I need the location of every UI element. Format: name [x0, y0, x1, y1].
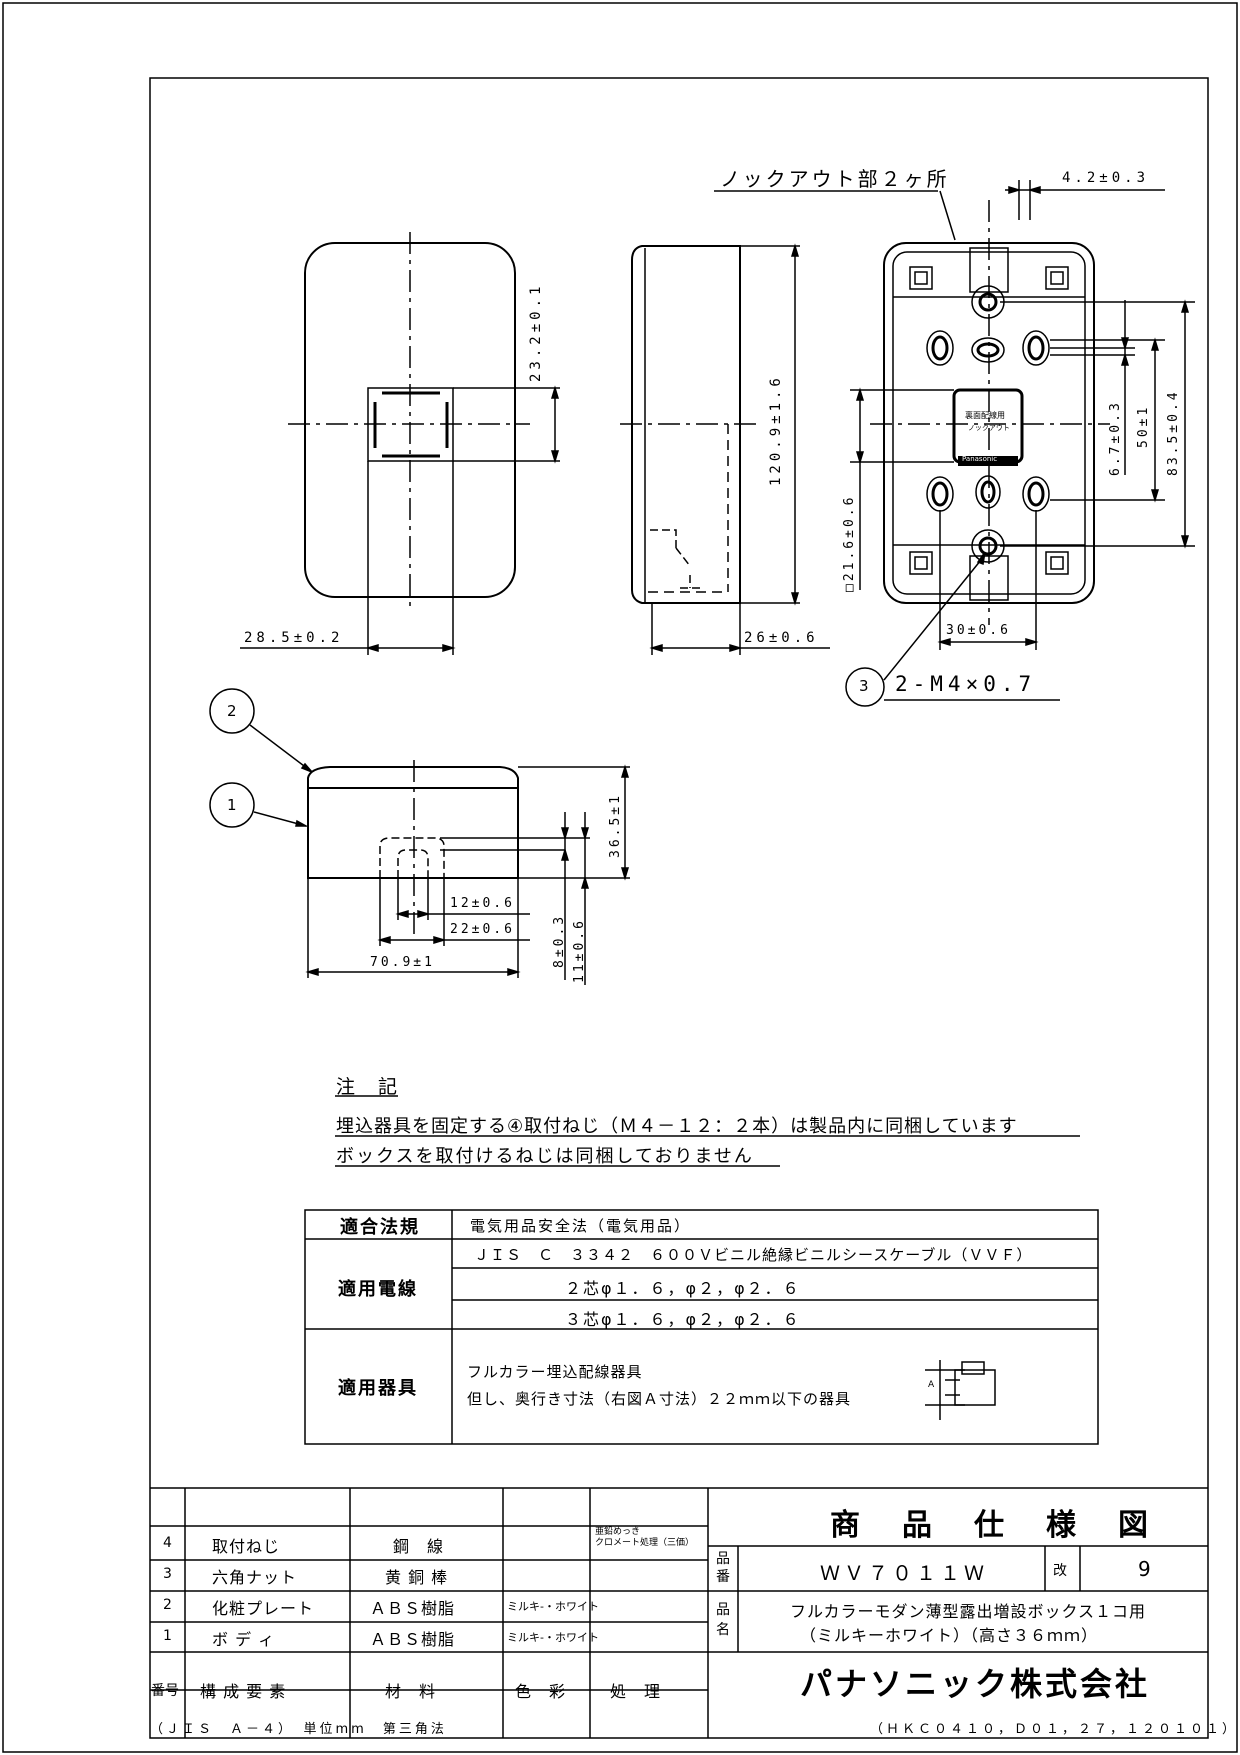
dim-23-2: 23.2±0.1 [528, 282, 544, 382]
bottom-view [209, 688, 630, 985]
dim-21-6: □21.6±0.6 [842, 494, 857, 592]
title-block-grid [150, 1487, 1208, 1738]
part-row-name: ボ デ ィ [212, 1630, 276, 1649]
dim-6-7: 6.7±0.3 [1108, 400, 1123, 476]
dim-36-5: 36.5±1 [608, 793, 623, 858]
hinmei-label: 品名 [716, 1602, 730, 1638]
rev-label: 改 [1053, 1563, 1067, 1579]
footer-right: （ＨＫＣ０４１０，Ｄ０１，２７，１２０１０１） [870, 1722, 1239, 1737]
footer-left: （ＪＩＳ Ａ－４） 単位mm 第三角法 [150, 1722, 447, 1737]
dim-30: 30±0.6 [946, 623, 1011, 638]
part-row-no: 4 [163, 1535, 173, 1551]
part-row-material: 鋼 線 [393, 1537, 445, 1556]
part-row-name: 化粧プレート [212, 1599, 315, 1618]
part-row-finish-2: クロメート処理（三価） [595, 1538, 695, 1548]
part-row-name: 六角ナット [212, 1568, 298, 1587]
spec-device-line-1: フルカラー埋込配線器具 [467, 1363, 643, 1381]
notes-heading: 注 記 [336, 1076, 400, 1098]
part-row-no: 3 [163, 1566, 173, 1582]
back-view [714, 180, 1195, 707]
dim-26: 26±0.6 [744, 630, 819, 646]
knockout-small-label: ノックアウト [968, 424, 1010, 432]
dim-28-5: 28.5±0.2 [244, 630, 344, 646]
hinban-value: ＷＶ７０１１Ｗ [820, 1561, 988, 1585]
header-finish: 処 理 [610, 1682, 662, 1701]
spec-law-value: 電気用品安全法（電気用品） [470, 1217, 692, 1235]
part-row-color: ミルキ-・ホワイト [507, 1631, 599, 1644]
side-view [620, 243, 830, 655]
dim-70-9: 70.9±1 [370, 955, 435, 970]
part-row-name: 取付ねじ [212, 1537, 281, 1556]
hinban-label: 品番 [716, 1551, 730, 1585]
balloon-2: 2 [227, 702, 237, 720]
header-color: 色 彩 [515, 1682, 567, 1701]
hinmei-line-1: フルカラーモダン薄型露出増設ボックス１コ用 [790, 1602, 1147, 1621]
dim-120-9: 120.9±1.6 [768, 374, 784, 486]
dim-22: 22±0.6 [450, 922, 515, 937]
front-view [240, 232, 560, 655]
screw-ref-number: 3 [859, 677, 869, 695]
spec-device-line-2: 但し、奥行き寸法（右図Ａ寸法）２２ｍｍ以下の器具 [467, 1390, 852, 1408]
header-no: 番号 [151, 1683, 179, 1699]
knockout-callout: ノックアウト部２ヶ所 [720, 167, 950, 191]
balloon-1: 1 [227, 796, 237, 814]
inner-border [149, 77, 1209, 1739]
spec-wire-row-1: ＪＩＳ Ｃ ３３４２ ６００Ｖビニル絶縁ビニルシースケーブル（ＶＶＦ） [474, 1246, 1033, 1264]
header-part: 構 成 要 素 [200, 1682, 287, 1701]
part-row-finish-1: 亜鉛めっき [595, 1527, 641, 1537]
notes-line-2: ボックスを取付けるねじは同梱しておりません [336, 1146, 754, 1167]
brand-small-label: Panasonic [962, 455, 998, 463]
rear-wiring-label: 裏面配線用 [965, 411, 1005, 420]
dim-4-2: 4.2±0.3 [1062, 170, 1150, 186]
dim-12: 12±0.6 [450, 896, 515, 911]
spec-device-label: 適用器具 [338, 1378, 418, 1399]
part-row-no: 1 [163, 1628, 173, 1644]
notes-line-1: 埋込器具を固定する④取付ねじ（Ｍ４－１２：２本）は製品内に同梱しています [336, 1116, 1018, 1137]
title-block-title: 商 品 仕 様 図 [830, 1508, 1154, 1543]
header-material: 材 料 [385, 1682, 437, 1701]
part-row-color: ミルキ-・ホワイト [507, 1600, 599, 1613]
dim-8: 8±0.3 [552, 913, 567, 968]
spec-wire-row-3: ３芯φ１．６，φ２，φ２．６ [565, 1310, 801, 1329]
dim-50: 50±1 [1136, 404, 1151, 448]
part-row-material: 黄 銅 棒 [385, 1568, 449, 1587]
rev-value: 9 [1138, 1557, 1151, 1581]
screw-ref-text: 2-M4×0.7 [895, 672, 1037, 696]
company-name: パナソニック株式会社 [800, 1665, 1151, 1703]
dim-83-5: 83.5±0.4 [1166, 389, 1181, 476]
part-row-no: 2 [163, 1597, 173, 1613]
hinmei-line-2: （ミルキーホワイト）（高さ３６ｍｍ） [800, 1626, 1099, 1645]
part-row-material: ＡＢＳ樹脂 [370, 1599, 456, 1618]
dim-11: 11±0.6 [572, 918, 587, 983]
part-row-material: ＡＢＳ樹脂 [370, 1630, 456, 1649]
spec-table-grid [304, 1209, 1099, 1445]
spec-law-label: 適合法規 [340, 1217, 420, 1238]
spec-wire-row-2: ２芯φ１．６，φ２，φ２．６ [565, 1279, 801, 1298]
spec-wire-label: 適用電線 [338, 1279, 418, 1300]
spec-device-dim-label: A [928, 1380, 937, 1390]
